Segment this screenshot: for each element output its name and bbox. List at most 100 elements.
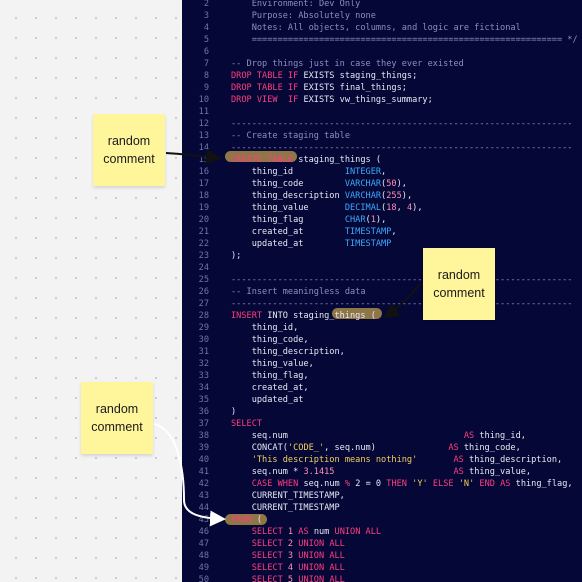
code-line[interactable]: 6 bbox=[182, 46, 582, 58]
code-token: 4 bbox=[287, 563, 294, 573]
line-number: 34 bbox=[198, 383, 209, 393]
line-number: 43 bbox=[198, 491, 209, 501]
code-line[interactable]: 50 SELECT 5 UNION ALL bbox=[182, 574, 582, 582]
line-number: 47 bbox=[198, 539, 209, 549]
code-text: thing_id INTEGER, bbox=[231, 166, 387, 178]
code-line[interactable]: 22 updated_at TIMESTAMP bbox=[182, 238, 582, 250]
code-token: TIMESTAMP bbox=[344, 227, 392, 237]
code-token: CASE WHEN bbox=[251, 479, 299, 489]
line-number: 16 bbox=[198, 167, 209, 177]
code-token: ( bbox=[381, 203, 387, 213]
code-line[interactable]: 33 thing_flag, bbox=[182, 370, 582, 382]
code-line[interactable]: 46 SELECT 1 AS num UNION ALL bbox=[182, 526, 582, 538]
code-line[interactable]: 19 thing_value DECIMAL(18, 4), bbox=[182, 202, 582, 214]
line-number: 28 bbox=[198, 311, 209, 321]
code-token: UNION ALL bbox=[334, 527, 382, 537]
code-line[interactable]: 41 seq.num * 3.1415 AS thing_value, bbox=[182, 466, 582, 478]
sticky-note-1[interactable]: random comment bbox=[93, 114, 165, 186]
code-text: thing_value DECIMAL(18, 4), bbox=[231, 202, 423, 214]
code-line[interactable]: 27--------------------------------------… bbox=[182, 298, 582, 310]
code-line[interactable]: 3 Purpose: Absolutely none bbox=[182, 10, 582, 22]
sticky-note-3[interactable]: random comment bbox=[81, 382, 153, 454]
code-line[interactable]: 17 thing_code VARCHAR(50), bbox=[182, 178, 582, 190]
code-line[interactable]: 18 thing_description VARCHAR(255), bbox=[182, 190, 582, 202]
code-line[interactable]: 21 created_at TIMESTAMP, bbox=[182, 226, 582, 238]
line-number: 29 bbox=[198, 323, 209, 333]
code-line[interactable]: 7-- Drop things just in case they ever e… bbox=[182, 58, 582, 70]
code-line[interactable]: 2 Environment: Dev Only bbox=[182, 0, 582, 10]
code-line[interactable]: 12--------------------------------------… bbox=[182, 118, 582, 130]
code-line[interactable]: 31 thing_description, bbox=[182, 346, 582, 358]
code-line[interactable]: 11 bbox=[182, 106, 582, 118]
code-line[interactable]: 43 CURRENT_TIMESTAMP, bbox=[182, 490, 582, 502]
code-token: thing_id bbox=[231, 167, 345, 177]
sticky-note-text: random comment bbox=[433, 268, 485, 300]
code-line[interactable]: 30 thing_code, bbox=[182, 334, 582, 346]
code-text: SELECT bbox=[231, 418, 262, 430]
whiteboard-canvas[interactable] bbox=[0, 0, 182, 582]
code-line[interactable]: 35 updated_at bbox=[182, 394, 582, 406]
code-line[interactable]: 39 CONCAT('CODE_', seq.num) AS thing_cod… bbox=[182, 442, 582, 454]
code-token: SELECT bbox=[231, 563, 288, 573]
line-number: 26 bbox=[198, 287, 209, 297]
code-line[interactable]: 20 thing_flag CHAR(1), bbox=[182, 214, 582, 226]
line-number: 27 bbox=[198, 299, 209, 309]
code-token: 18 bbox=[386, 203, 397, 213]
code-line[interactable]: 47 SELECT 2 UNION ALL bbox=[182, 538, 582, 550]
code-line[interactable]: 13-- Create staging table bbox=[182, 130, 582, 142]
code-token: , bbox=[396, 203, 407, 213]
code-line[interactable]: 48 SELECT 3 UNION ALL bbox=[182, 550, 582, 562]
code-line[interactable]: 40 'This description means nothing' AS t… bbox=[182, 454, 582, 466]
code-text: -- Drop things just in case they ever ex… bbox=[231, 58, 464, 70]
code-text: thing_flag, bbox=[231, 370, 309, 382]
code-line[interactable]: 25--------------------------------------… bbox=[182, 274, 582, 286]
code-line[interactable]: 44 CURRENT_TIMESTAMP bbox=[182, 502, 582, 514]
code-line[interactable]: 34 created_at, bbox=[182, 382, 582, 394]
code-token: UNION ALL bbox=[293, 551, 345, 561]
code-token: AS bbox=[448, 443, 459, 453]
code-token: 2 = 0 bbox=[350, 479, 387, 489]
code-line[interactable]: 49 SELECT 4 UNION ALL bbox=[182, 562, 582, 574]
code-line[interactable]: 4 Notes: All objects, columns, and logic… bbox=[182, 22, 582, 34]
code-line[interactable]: 14--------------------------------------… bbox=[182, 142, 582, 154]
code-token: ( bbox=[381, 179, 387, 189]
code-line[interactable]: 32 thing_value, bbox=[182, 358, 582, 370]
code-text: seq.num AS thing_id, bbox=[231, 430, 526, 442]
code-line[interactable]: 29 thing_id, bbox=[182, 322, 582, 334]
code-line[interactable]: 16 thing_id INTEGER, bbox=[182, 166, 582, 178]
code-line[interactable]: 26-- Insert meaningless data bbox=[182, 286, 582, 298]
code-token: thing_id, bbox=[474, 431, 526, 441]
code-text: created_at TIMESTAMP, bbox=[231, 226, 397, 238]
code-token: THEN bbox=[386, 479, 407, 489]
code-line[interactable]: 5 ======================================… bbox=[182, 34, 582, 46]
highlight-create-table bbox=[225, 151, 297, 162]
code-token: EXISTS staging_things; bbox=[303, 71, 418, 81]
code-text: created_at, bbox=[231, 382, 309, 394]
code-text: Notes: All objects, columns, and logic a… bbox=[231, 22, 521, 34]
code-token: , seq.num) bbox=[324, 443, 449, 453]
code-line[interactable]: 24 bbox=[182, 262, 582, 274]
code-line[interactable]: 36) bbox=[182, 406, 582, 418]
sticky-note-2[interactable]: random comment bbox=[423, 248, 495, 320]
code-token: thing_value, bbox=[463, 467, 532, 477]
code-line[interactable]: 42 CASE WHEN seq.num % 2 = 0 THEN 'Y' EL… bbox=[182, 478, 582, 490]
code-token: AS bbox=[463, 431, 475, 441]
code-line[interactable]: 23); bbox=[182, 250, 582, 262]
code-text: CASE WHEN seq.num % 2 = 0 THEN 'Y' ELSE … bbox=[231, 478, 573, 490]
code-token: UNION ALL bbox=[293, 575, 345, 582]
code-line[interactable]: 38 seq.num AS thing_id, bbox=[182, 430, 582, 442]
code-token: created_at bbox=[231, 227, 345, 237]
line-number: 38 bbox=[198, 431, 209, 441]
code-token: thing_code, bbox=[231, 335, 309, 345]
sticky-note-text: random comment bbox=[103, 134, 155, 166]
code-token: thing_code bbox=[231, 179, 345, 189]
code-text: thing_flag CHAR(1), bbox=[231, 214, 387, 226]
